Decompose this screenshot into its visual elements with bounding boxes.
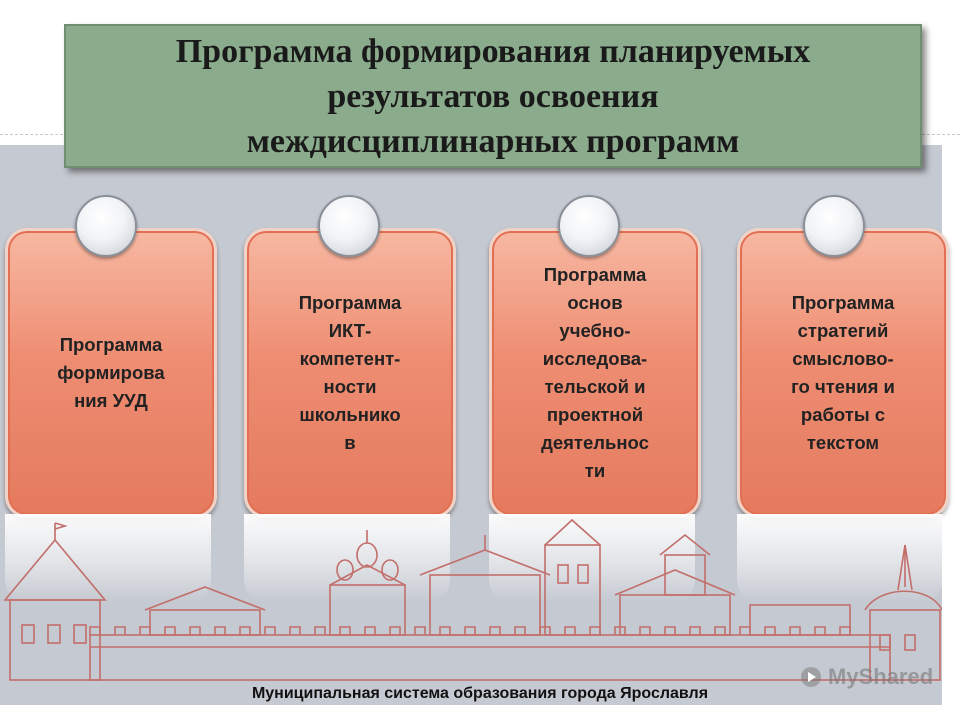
- bullet-circle-icon: [803, 195, 865, 257]
- card-reflection: [489, 514, 695, 602]
- kremlin-skyline-illustration: [3, 518, 942, 681]
- page-title: Программа формирования планируемых резул…: [175, 32, 811, 160]
- program-card-label: Программа основ учебно- исследова- тельс…: [541, 264, 649, 481]
- program-card-reading[interactable]: Программа стратегий смыслово- го чтения …: [737, 228, 949, 518]
- bullet-circle-icon: [75, 195, 137, 257]
- card-reflection: [244, 514, 450, 602]
- program-card-ict[interactable]: Программа ИКТ- компетент- ности школьник…: [244, 228, 456, 518]
- footer-caption: Муниципальная система образования города…: [251, 685, 709, 702]
- program-card-uud[interactable]: Программа формирова ния УУД: [5, 228, 217, 518]
- program-card-research[interactable]: Программа основ учебно- исследова- тельс…: [489, 228, 701, 518]
- bullet-circle-icon: [558, 195, 620, 257]
- watermark: MyShared: [800, 662, 950, 692]
- title-box: Программа формирования планируемых резул…: [64, 24, 922, 168]
- card-reflection: [737, 514, 943, 602]
- program-card-label: Программа стратегий смыслово- го чтения …: [791, 292, 895, 453]
- bullet-circle-icon: [318, 195, 380, 257]
- program-card-label: Программа ИКТ- компетент- ности школьник…: [298, 292, 402, 453]
- program-card-label: Программа формирова ния УУД: [57, 334, 165, 411]
- play-logo-icon: [801, 667, 821, 687]
- watermark-text: MyShared: [828, 664, 934, 689]
